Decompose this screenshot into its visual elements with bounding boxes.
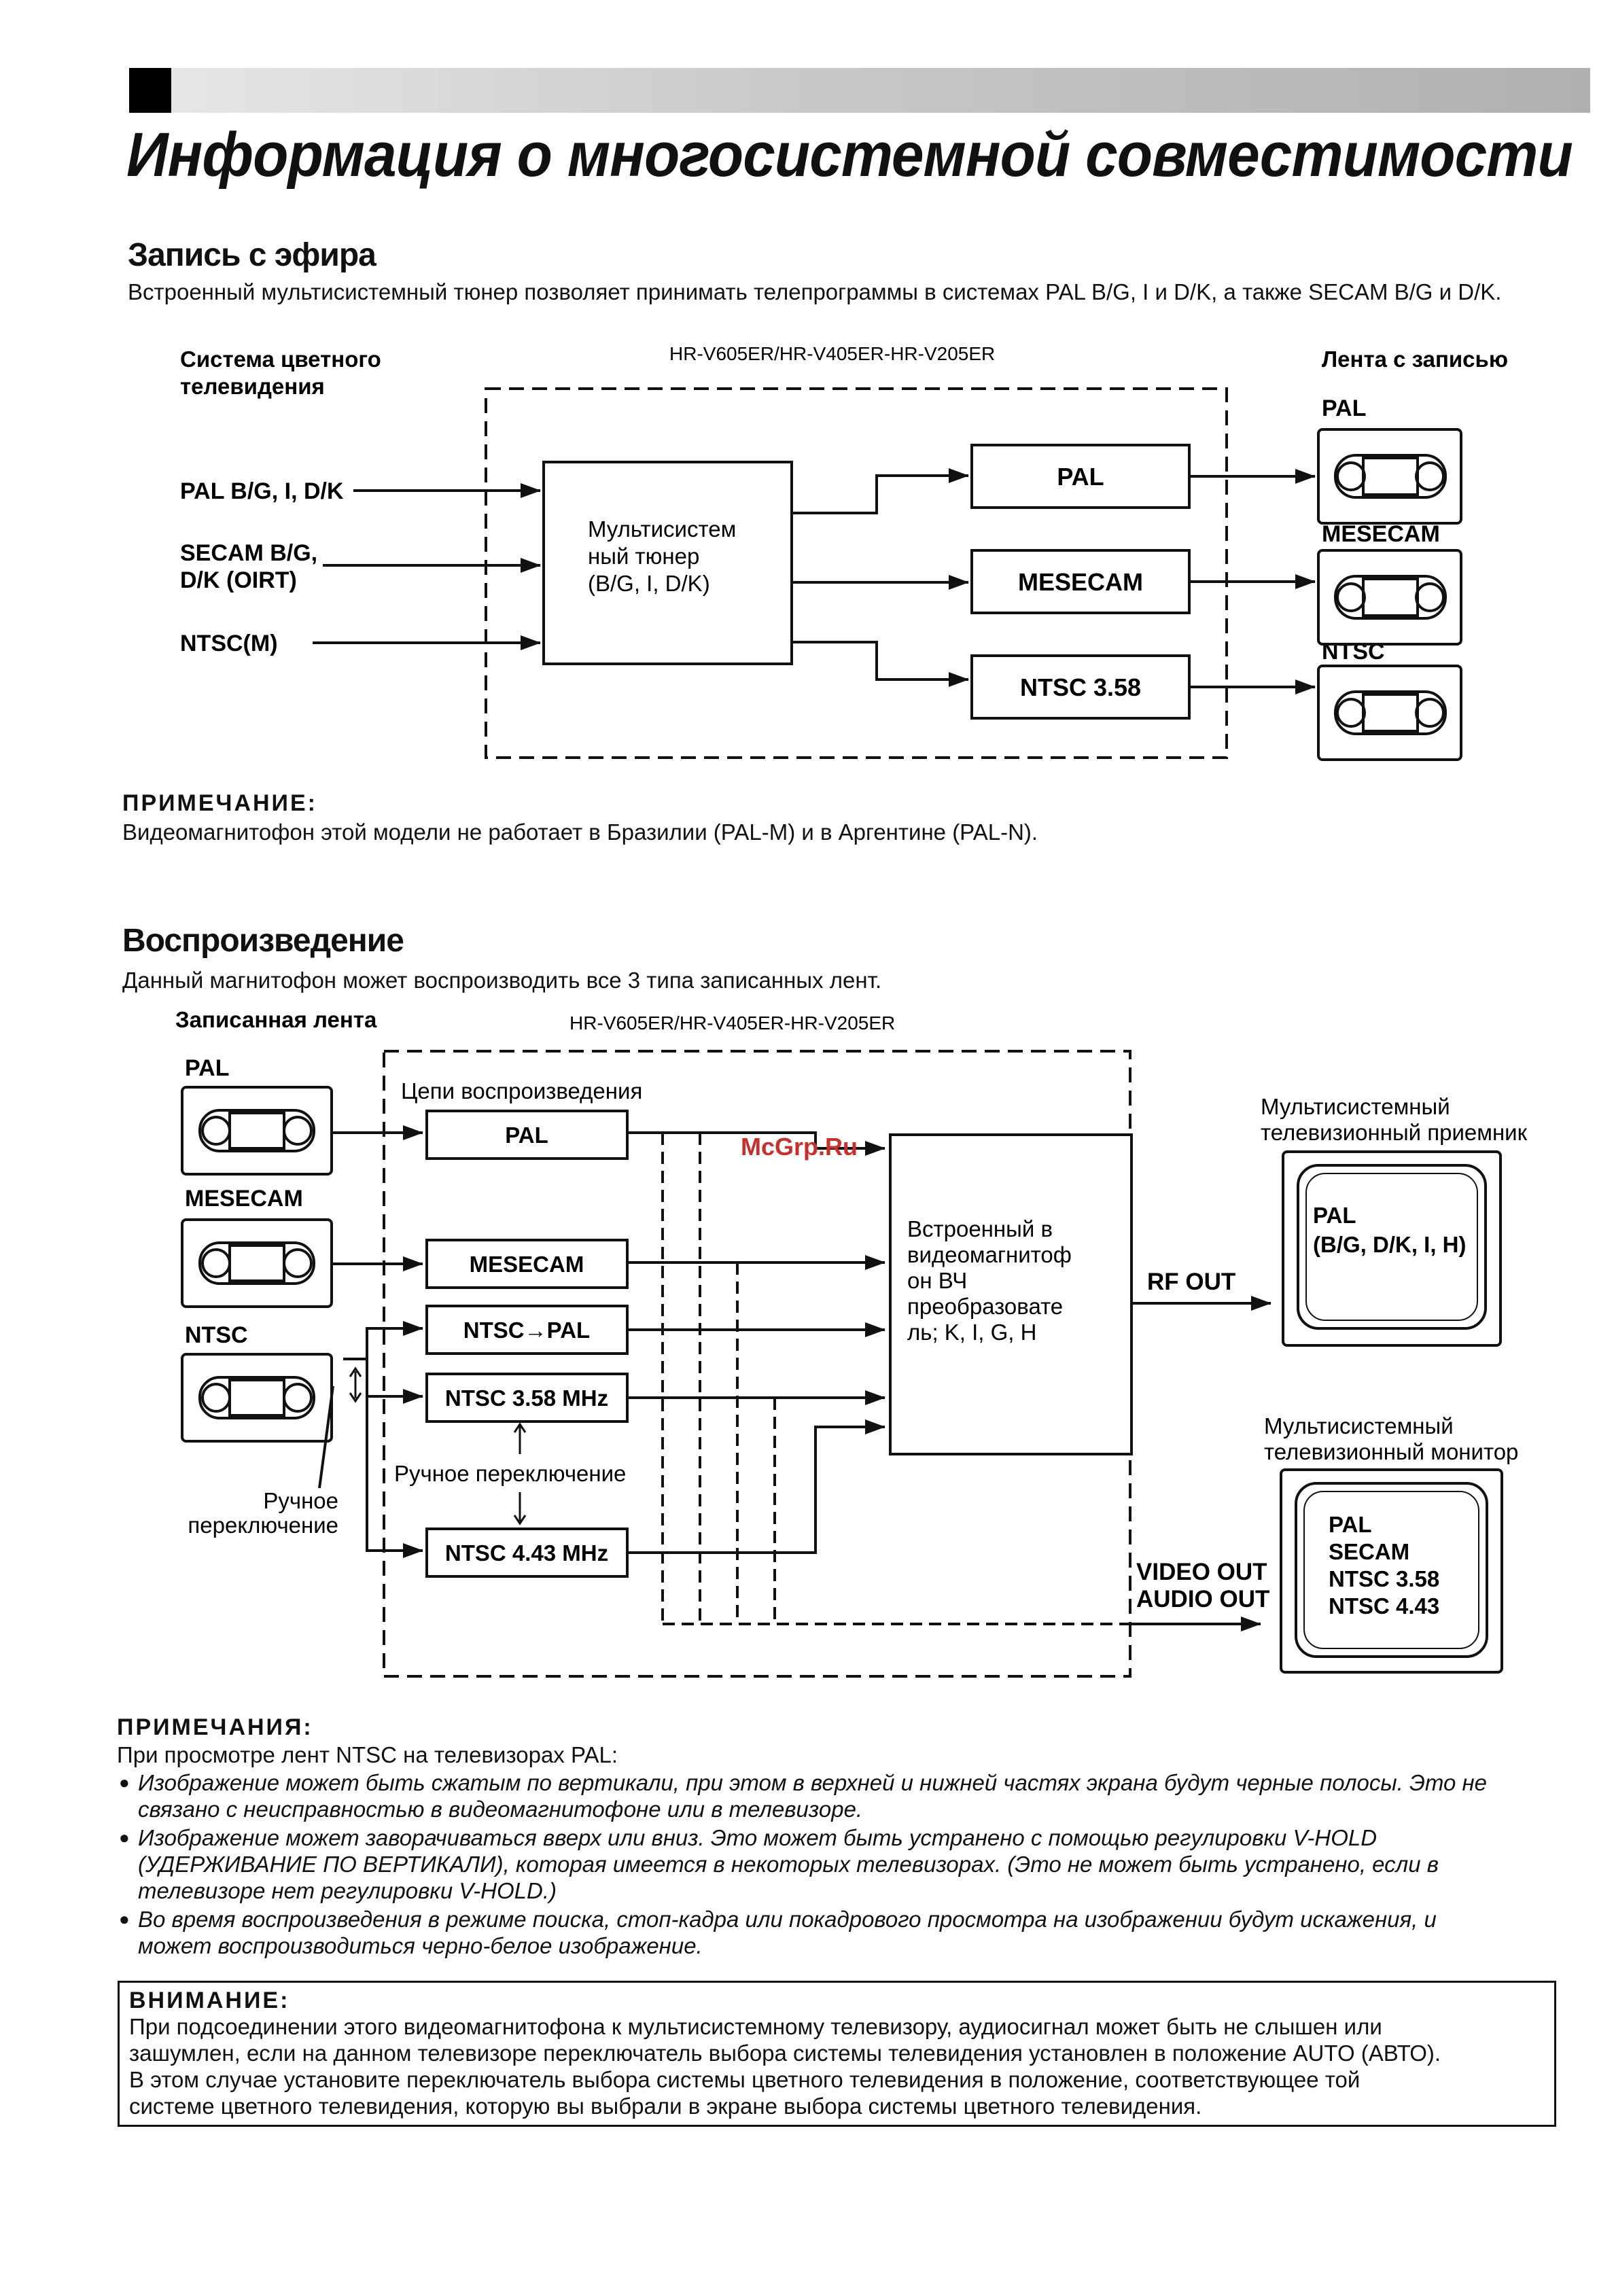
cassette-icon xyxy=(1317,428,1462,525)
tv-receiver-screen-2: (B/G, D/K, I, H) xyxy=(1313,1232,1467,1257)
input-secam-2: D/K (OIRT) xyxy=(180,567,297,593)
recording-intro: Встроенный мультисистемный тюнер позволя… xyxy=(128,279,1502,304)
audio-out-label: AUDIO OUT xyxy=(1136,1586,1269,1612)
recording-diagram: Система цветного телевидения Лента с зап… xyxy=(180,343,1508,761)
note-bullet-line: Во время воспроизведения в режиме поиска… xyxy=(138,1907,1437,1932)
tv-monitor-label-2: телевизионный монитор xyxy=(1264,1439,1518,1464)
converter-line-3: он ВЧ xyxy=(907,1268,967,1293)
tuner-line-3: (B/G, I, D/K) xyxy=(588,571,710,596)
warning-heading: ВНИМАНИЕ: xyxy=(129,1988,290,2013)
converter-line-1: Встроенный в xyxy=(907,1216,1053,1241)
out-ntsc: NTSC 3.58 xyxy=(1020,673,1141,701)
manual-switch-left-1: Ручное xyxy=(263,1488,338,1513)
block-ntsc-pal-label: NTSC→PAL xyxy=(463,1318,590,1343)
tape-label: Лента с записью xyxy=(1322,347,1508,372)
cassette-icon xyxy=(1317,665,1462,761)
block-ntsc-443 xyxy=(425,1527,629,1578)
tv-monitor-screen-2: SECAM xyxy=(1329,1539,1409,1564)
tv-receiver-icon xyxy=(1282,1150,1502,1347)
cassette-icon xyxy=(181,1353,333,1443)
tape-label-mesecam: MESECAM xyxy=(185,1186,303,1212)
note-bullet: Изображение может заворачиваться вверх и… xyxy=(119,1824,1439,1904)
color-system-label-1: Система цветного xyxy=(180,347,381,372)
converter-line-4: преобразовате xyxy=(907,1294,1063,1319)
block-pal xyxy=(425,1110,629,1160)
tuner-box xyxy=(542,461,793,665)
input-pal: PAL B/G, I, D/K xyxy=(180,478,344,504)
tv-monitor-screen-1: PAL xyxy=(1329,1512,1372,1537)
section-heading-recording: Запись с эфира xyxy=(128,237,376,273)
converter-line-5: ль; K, I, G, H xyxy=(907,1320,1036,1345)
warning-line: В этом случае установите переключатель в… xyxy=(129,2067,1361,2092)
tape-label-ntsc: NTSC xyxy=(185,1322,248,1348)
tv-receiver-screen-1: PAL xyxy=(1313,1203,1356,1228)
tv-monitor-icon xyxy=(1280,1468,1503,1674)
rf-out-label: RF OUT xyxy=(1147,1269,1235,1295)
tv-monitor-screen-3: NTSC 3.58 xyxy=(1329,1566,1439,1591)
header-bar xyxy=(129,68,1590,113)
block-pal-label: PAL xyxy=(505,1123,548,1148)
note-text: Видеомагнитофон этой модели не работает … xyxy=(122,819,1038,845)
manual-switch-left-2: переключение xyxy=(188,1513,338,1538)
note-bullet-line: (УДЕРЖИВАНИЕ ПО ВЕРТИКАЛИ), которая имее… xyxy=(138,1852,1439,1877)
out-pal: PAL xyxy=(1057,463,1104,491)
block-mesecam-label: MESECAM xyxy=(470,1252,584,1277)
playback-intro: Данный магнитофон может воспроизводить в… xyxy=(122,968,882,993)
recorded-tape-label: Записанная лента xyxy=(175,1007,377,1032)
recording-model: HR-V605ER/HR-V405ER-HR-V205ER xyxy=(669,343,995,364)
warning-line: системе цветного телевидения, которую вы… xyxy=(129,2094,1202,2119)
tuner-line-1: Мультисистем xyxy=(588,516,736,542)
tv-receiver-label-1: Мультисистемный xyxy=(1261,1094,1450,1119)
out-pal-box xyxy=(970,444,1191,509)
note-bullet-line: телевизоре нет регулировки V-HOLD.) xyxy=(138,1878,557,1903)
cassette-icon xyxy=(181,1218,333,1308)
rf-converter-box xyxy=(889,1133,1133,1455)
section-heading-playback: Воспроизведение xyxy=(122,923,404,959)
tv-receiver-label-2: телевизионный приемник xyxy=(1261,1120,1528,1145)
tuner-line-2: ный тюнер xyxy=(588,544,699,569)
converter-line-2: видеомагнитоф xyxy=(907,1242,1072,1267)
tape-label-ntsc: NTSC xyxy=(1322,639,1385,665)
video-out-label: VIDEO OUT xyxy=(1136,1559,1267,1585)
circuits-label: Цепи воспроизведения xyxy=(401,1078,642,1103)
vcr-boundary xyxy=(383,1050,1131,1678)
color-system-label-2: телевидения xyxy=(180,374,325,399)
cassette-icon xyxy=(1317,549,1462,646)
notes-heading: ПРИМЕЧАНИЯ: xyxy=(117,1714,313,1740)
note-bullet-line: связано с неисправностью в видеомагнитоф… xyxy=(138,1797,863,1822)
note-bullet-line: Изображение может быть сжатым по вертика… xyxy=(138,1770,1487,1795)
note-heading: ПРИМЕЧАНИЕ: xyxy=(122,790,317,816)
manual-switch-center: Ручное переключение xyxy=(394,1461,626,1486)
page-title: Информация о многосистемной совместимост… xyxy=(126,120,1573,190)
note-bullet: Изображение может быть сжатым по вертика… xyxy=(119,1769,1487,1822)
input-ntsc: NTSC(M) xyxy=(180,631,278,656)
note-bullet: Во время воспроизведения в режиме поиска… xyxy=(119,1906,1437,1959)
out-mesecam: MESECAM xyxy=(1018,568,1143,596)
tape-label-pal: PAL xyxy=(1322,395,1366,421)
block-mesecam xyxy=(425,1239,629,1289)
tape-label-mesecam: MESECAM xyxy=(1322,521,1440,547)
block-ntsc-pal xyxy=(425,1305,629,1355)
notes-lead: При просмотре лент NTSC на телевизорах P… xyxy=(117,1742,618,1767)
tape-label-pal: PAL xyxy=(185,1055,229,1081)
watermark: McGrp.Ru xyxy=(741,1133,858,1161)
note-bullet-line: может воспроизводиться черно-белое изобр… xyxy=(138,1933,703,1958)
cassette-icon xyxy=(181,1086,333,1176)
note-bullet-line: Изображение может заворачиваться вверх и… xyxy=(138,1825,1377,1850)
warning-text: При подсоединении этого видеомагнитофона… xyxy=(129,2013,1441,2119)
block-ntsc-443-label: NTSC 4.43 MHz xyxy=(445,1540,608,1566)
playback-model: HR-V605ER/HR-V405ER-HR-V205ER xyxy=(569,1012,895,1034)
warning-line: зашумлен, если на данном телевизоре пере… xyxy=(129,2041,1441,2066)
warning-line: При подсоединении этого видеомагнитофона… xyxy=(129,2014,1382,2039)
vcr-boundary xyxy=(485,387,1228,759)
tv-monitor-label-1: Мультисистемный xyxy=(1264,1413,1454,1438)
playback-diagram: Записанная лента HR-V605ER/HR-V405ER-HR-… xyxy=(175,1007,1528,1678)
block-ntsc-358 xyxy=(425,1373,629,1423)
header-block xyxy=(129,68,171,113)
input-secam-1: SECAM B/G, xyxy=(180,540,317,566)
block-ntsc-358-label: NTSC 3.58 MHz xyxy=(445,1385,608,1411)
tv-monitor-screen-4: NTSC 4.43 xyxy=(1329,1593,1439,1619)
warning-box xyxy=(118,1981,1556,2127)
